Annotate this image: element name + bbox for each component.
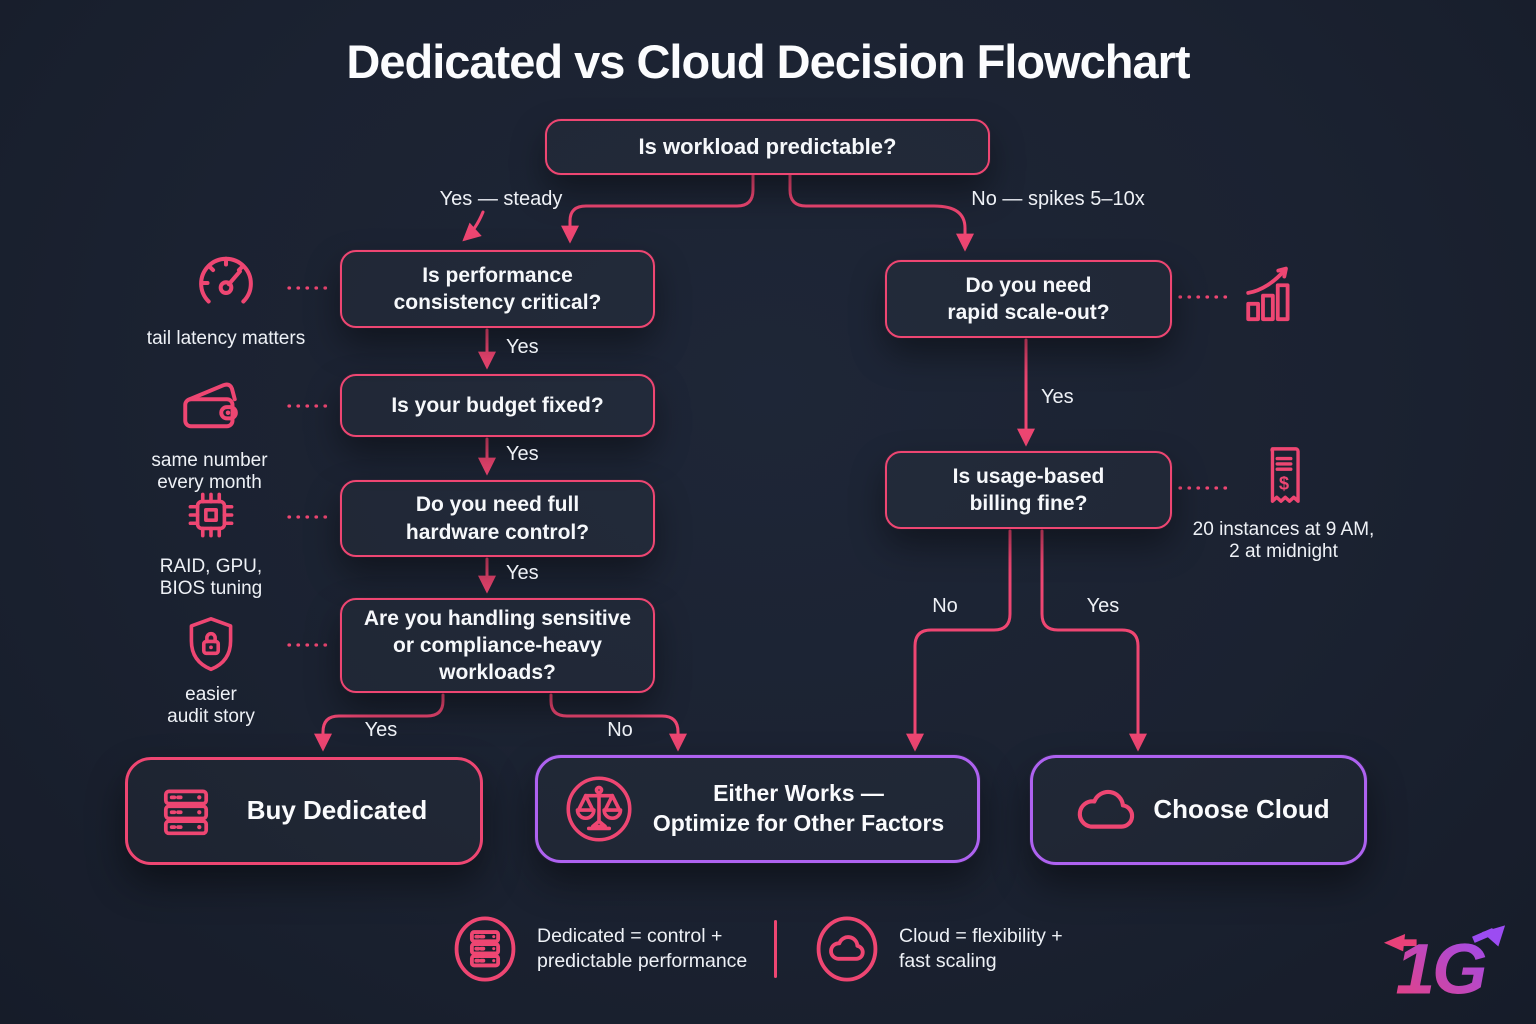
cloud-circle-icon bbox=[816, 916, 878, 982]
result-label: Either Works — Optimize for Other Factor… bbox=[652, 780, 945, 836]
edge-label-billing-no: No bbox=[932, 595, 958, 617]
edge-billing-yes-to-cloud bbox=[1040, 529, 1147, 752]
edge-label-sensitive-no: No bbox=[607, 719, 633, 741]
edge-root-to-performance bbox=[561, 173, 755, 244]
svg-text:$: $ bbox=[1278, 473, 1288, 494]
annotation-label: RAID, GPU, BIOS tuning bbox=[159, 556, 263, 599]
growth-chart-icon bbox=[1246, 266, 1290, 322]
annotation-billing: $ 20 instances at 9 AM, 2 at midnight bbox=[1191, 441, 1376, 563]
edge-label-yes-3: Yes bbox=[506, 562, 539, 584]
logo-text: 1G bbox=[1395, 931, 1486, 1004]
annotation-tail-latency: tail latency matters bbox=[136, 246, 316, 350]
annotation-hardware: RAID, GPU, BIOS tuning bbox=[121, 482, 301, 600]
shield-lock-icon bbox=[189, 616, 233, 672]
node-sensitive-question: Are you handling sensitive or compliance… bbox=[340, 598, 655, 693]
server-rack-icon bbox=[163, 789, 209, 836]
node-budget-question: Is your budget fixed? bbox=[340, 374, 655, 437]
legend-cloud: Cloud = flexibility + fast scaling bbox=[812, 913, 1063, 985]
node-root-question: Is workload predictable? bbox=[545, 119, 990, 175]
receipt-icon: $ bbox=[1269, 447, 1300, 503]
wallet-icon bbox=[182, 382, 238, 429]
edge-label-arrow-left bbox=[462, 210, 485, 242]
legend-text: Cloud = flexibility + fast scaling bbox=[899, 924, 1063, 972]
result-choose-cloud: Choose Cloud bbox=[1030, 755, 1367, 865]
page-title: Dedicated vs Cloud Decision Flowchart bbox=[346, 35, 1190, 88]
legend-divider bbox=[774, 920, 777, 978]
legend-text: Dedicated = control + predictable perfor… bbox=[537, 924, 748, 972]
edge-label-yes-1: Yes bbox=[506, 336, 539, 358]
gauge-icon bbox=[199, 256, 253, 304]
node-performance-question: Is performance consistency critical? bbox=[340, 250, 655, 328]
edge-label-billing-yes: Yes bbox=[1086, 595, 1120, 617]
edge-label-yes-2: Yes bbox=[506, 443, 539, 465]
result-label: Buy Dedicated bbox=[246, 795, 428, 826]
annotation-label: same number every month bbox=[151, 450, 268, 493]
legend-dedicated: Dedicated = control + predictable perfor… bbox=[450, 913, 747, 985]
result-either-works: Either Works — Optimize for Other Factor… bbox=[535, 755, 980, 863]
branch-label-no-spikes: No — spikes 5–10x bbox=[971, 188, 1145, 210]
result-label: Choose Cloud bbox=[1153, 794, 1330, 825]
edge-label-sensitive-yes: Yes bbox=[364, 719, 398, 741]
annotation-label: tail latency matters bbox=[146, 328, 306, 349]
annotation-audit: easier audit story bbox=[121, 610, 301, 728]
edge-billing-no-to-either bbox=[906, 529, 1012, 752]
chip-icon bbox=[188, 492, 234, 538]
logo-1g-icon: 1G bbox=[1383, 925, 1506, 1010]
branch-label-yes-steady: Yes — steady bbox=[439, 188, 563, 210]
node-billing-question: Is usage-based billing fine? bbox=[885, 451, 1172, 529]
annotation-label: easier audit story bbox=[167, 684, 255, 727]
annotation-scaleout bbox=[1233, 256, 1305, 332]
edge-root-to-scaleout bbox=[788, 173, 974, 252]
edge-label-scaleout-yes: Yes bbox=[1041, 386, 1074, 408]
brand-logo: 1G bbox=[1382, 916, 1507, 1010]
result-buy-dedicated: Buy Dedicated bbox=[125, 757, 483, 865]
cloud-icon bbox=[1077, 789, 1135, 829]
scales-icon bbox=[566, 776, 632, 842]
node-scaleout-question: Do you need rapid scale-out? bbox=[885, 260, 1172, 338]
node-hardware-question: Do you need full hardware control? bbox=[340, 480, 655, 557]
annotation-label: 20 instances at 9 AM, 2 at midnight bbox=[1192, 519, 1375, 562]
annotation-budget: same number every month bbox=[117, 370, 302, 494]
server-circle-icon bbox=[454, 916, 516, 982]
